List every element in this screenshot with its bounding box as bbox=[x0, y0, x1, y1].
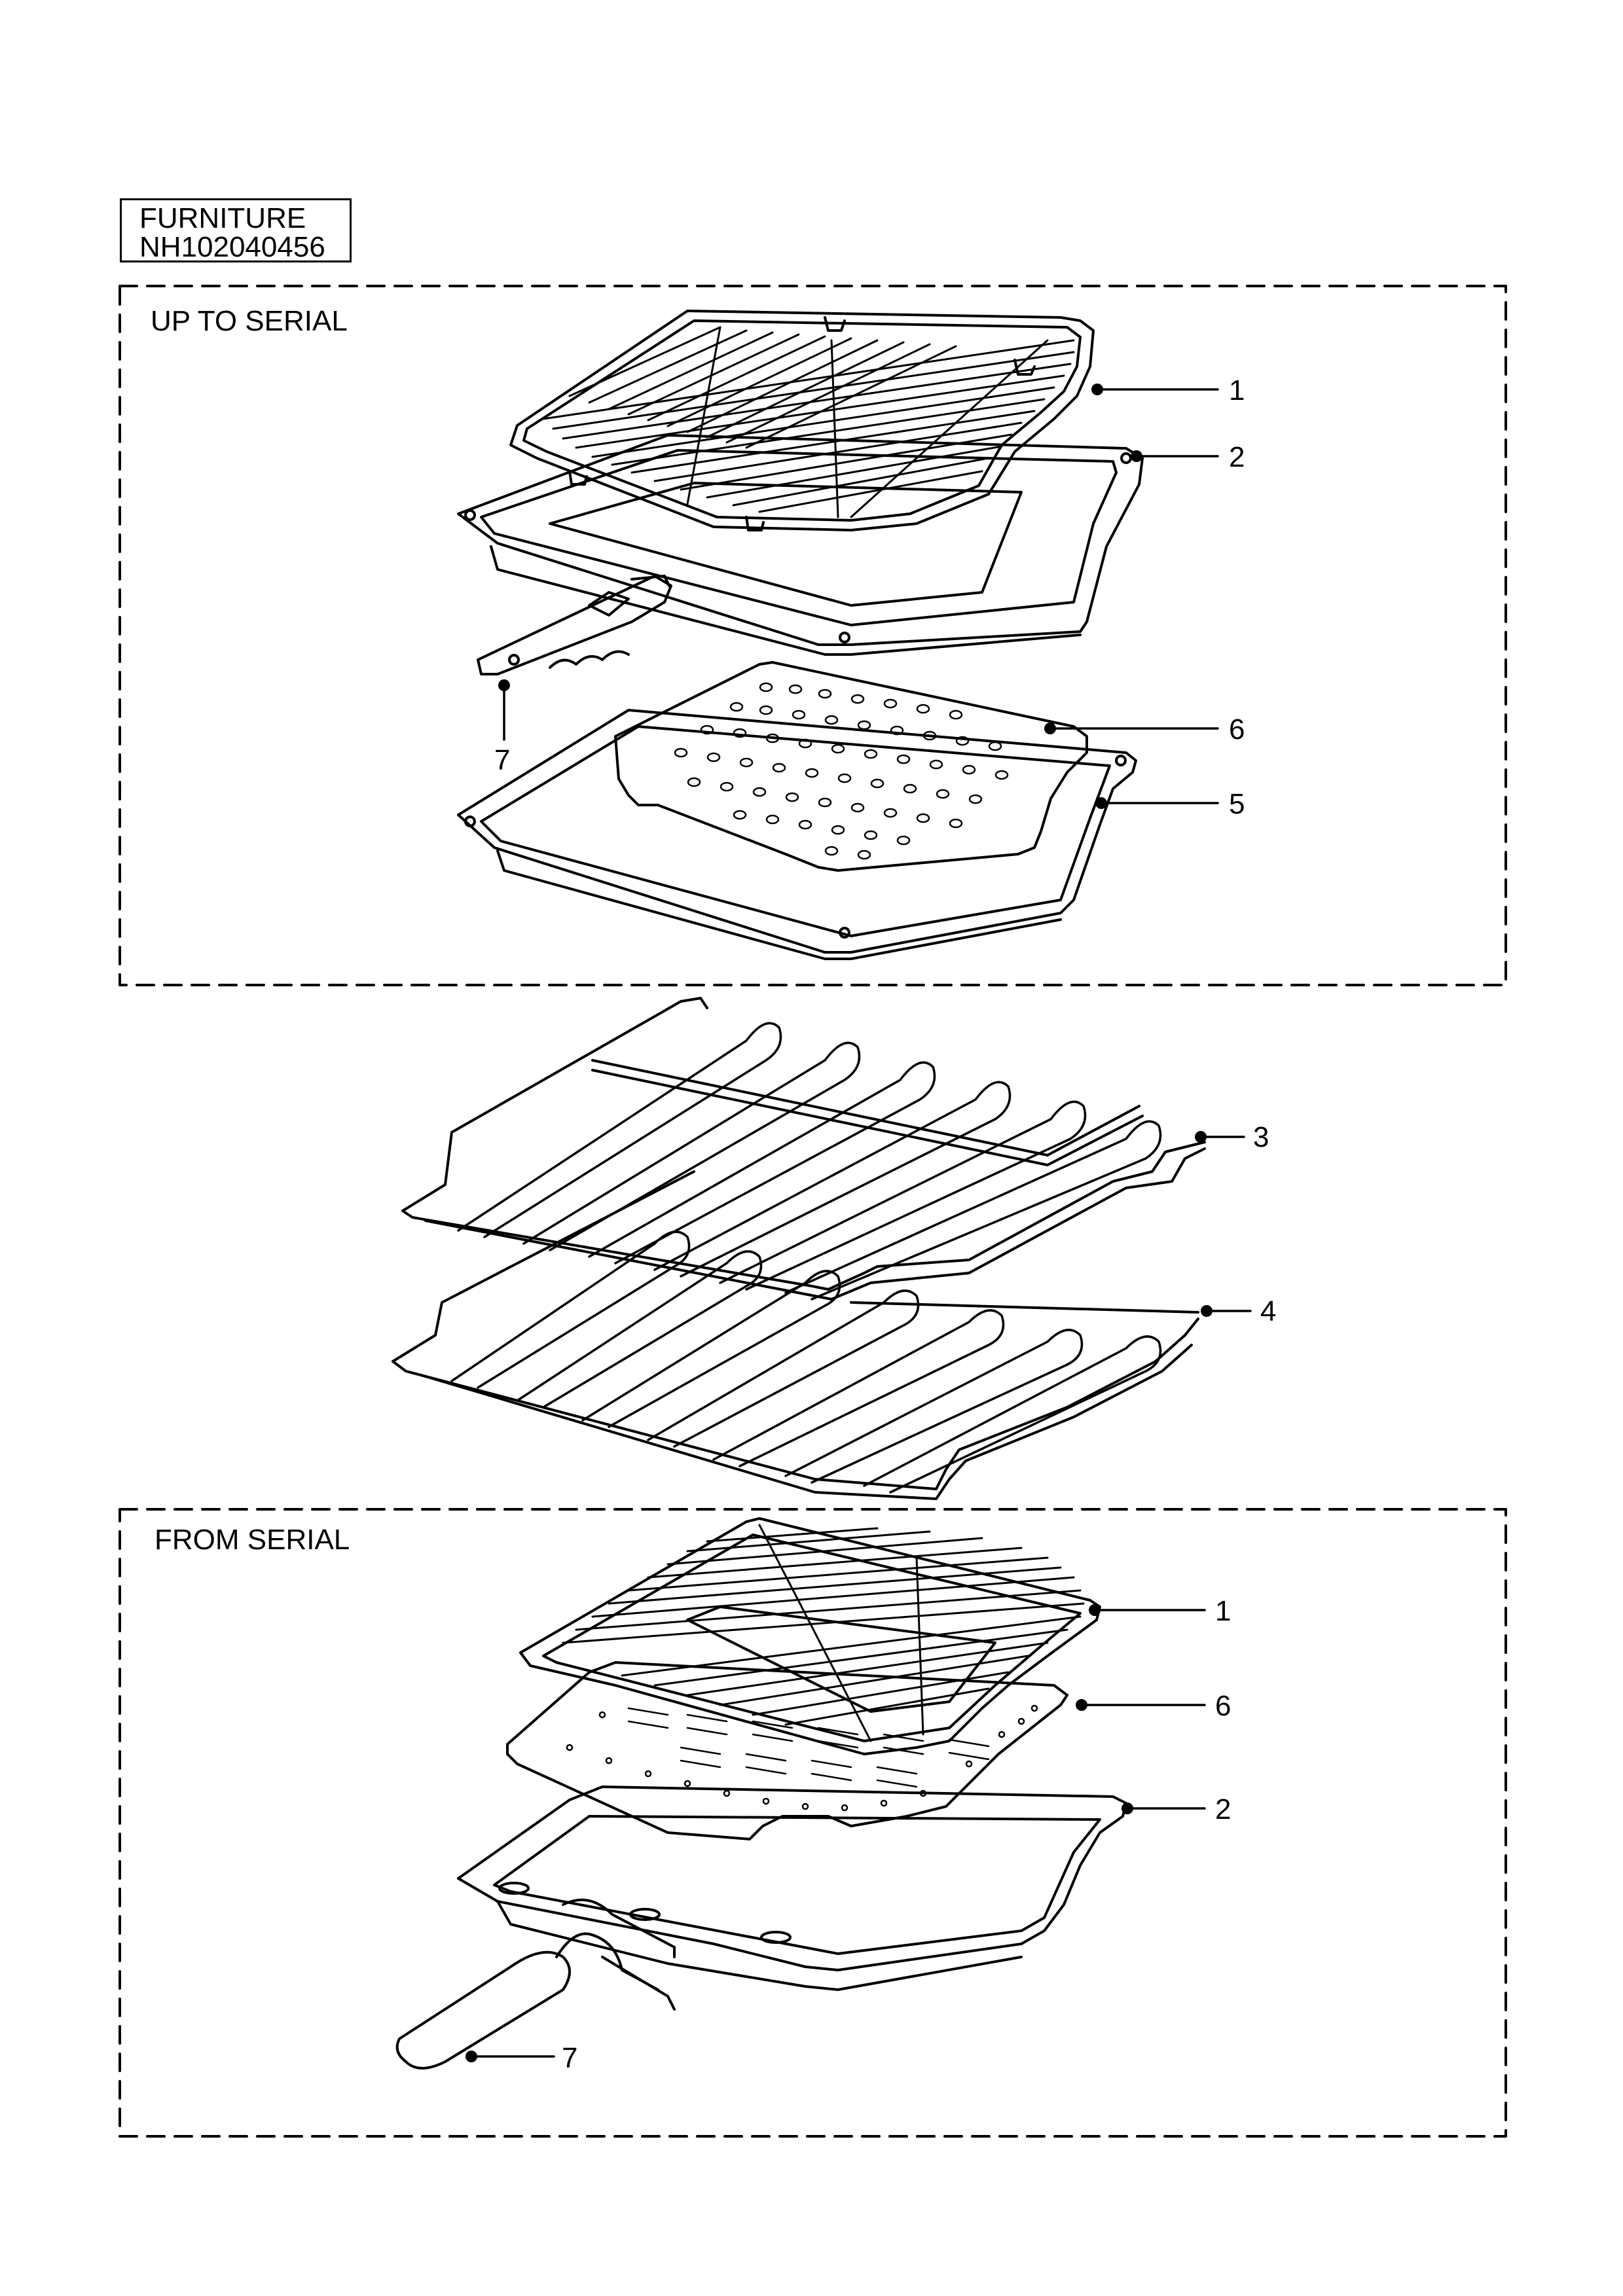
title-box: FURNITURE NH102040456 bbox=[120, 198, 352, 262]
lower-wire-rack-bars bbox=[562, 1524, 1085, 1742]
lower-sheet-slots bbox=[627, 1707, 990, 1788]
lower-sheet-holes bbox=[566, 1704, 1038, 1812]
section-label-up-to-serial: UP TO SERIAL bbox=[151, 305, 348, 337]
middle-shelf-rack-3-rods bbox=[457, 1022, 1162, 1300]
section-label-from-serial: FROM SERIAL bbox=[155, 1524, 350, 1556]
callout-upper-5: 5 bbox=[1229, 788, 1245, 820]
callout-upper-7: 7 bbox=[494, 744, 511, 776]
upper-wire-rack-bars bbox=[542, 326, 1075, 518]
upper-baking-tray bbox=[457, 709, 1137, 960]
middle-shelf-rack-4-rods bbox=[450, 1230, 1162, 1494]
callout-middle-4: 4 bbox=[1260, 1295, 1277, 1327]
callout-lower-6: 6 bbox=[1215, 1690, 1231, 1722]
upper-handle bbox=[477, 575, 672, 675]
lower-handle bbox=[395, 1898, 676, 2070]
callout-upper-6: 6 bbox=[1229, 713, 1245, 745]
callout-lower-7: 7 bbox=[562, 2042, 578, 2074]
callout-upper-1: 1 bbox=[1229, 374, 1245, 406]
section-frame-up-to-serial bbox=[119, 285, 1507, 986]
part-code: NH102040456 bbox=[139, 231, 325, 263]
callout-lower-2: 2 bbox=[1215, 1793, 1231, 1825]
upper-perforated-sheet bbox=[614, 661, 1088, 872]
callout-middle-3: 3 bbox=[1253, 1121, 1269, 1153]
middle-shelf-rack-3 bbox=[401, 997, 1206, 1300]
leader-lines bbox=[470, 388, 1252, 2058]
callout-lower-1: 1 bbox=[1215, 1595, 1231, 1627]
section-frame-from-serial bbox=[119, 1508, 1507, 2138]
middle-shelf-rack-4 bbox=[392, 1170, 1199, 1500]
leader-dots bbox=[465, 384, 1213, 2062]
lower-grill-pan bbox=[457, 1785, 1127, 1991]
lower-perforated-sheet bbox=[506, 1661, 1068, 1840]
upper-wire-rack bbox=[509, 310, 1095, 531]
page-title: FURNITURE bbox=[139, 202, 306, 234]
upper-perforations bbox=[674, 682, 1009, 860]
upper-grill-pan bbox=[457, 434, 1144, 656]
callout-upper-2: 2 bbox=[1229, 441, 1245, 473]
